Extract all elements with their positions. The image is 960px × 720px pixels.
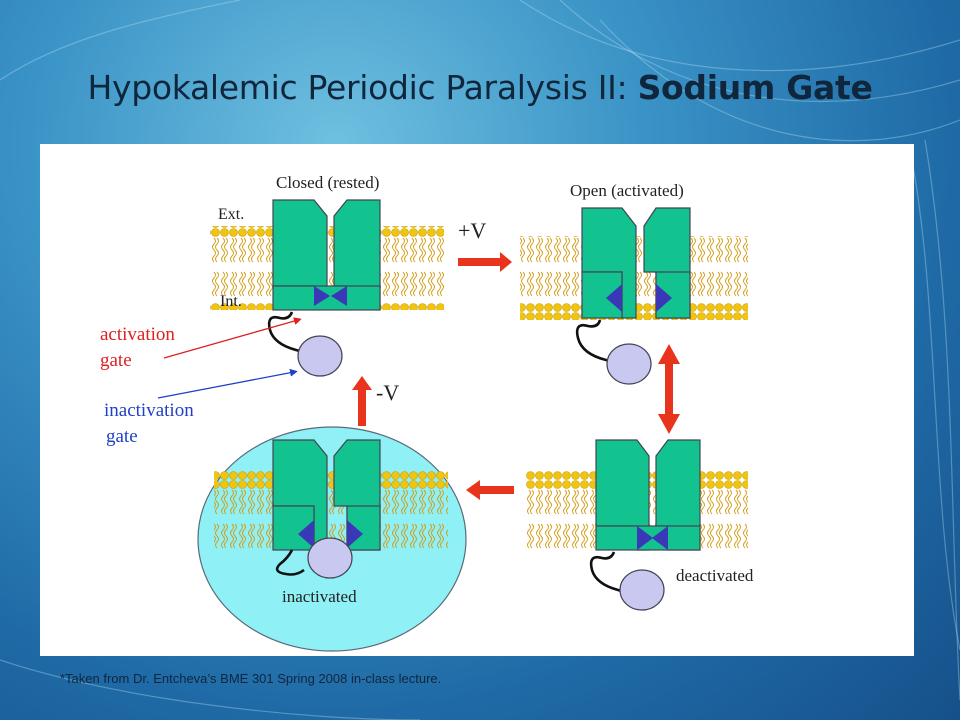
- activation-gate-triangle: [606, 284, 622, 312]
- membrane-inactivated: [214, 466, 448, 550]
- label-inactivated: inactivated: [282, 587, 357, 606]
- channel-open: Open (activated): [520, 181, 748, 385]
- activation-gate-triangle: [652, 526, 668, 550]
- label-open-activated: Open (activated): [570, 181, 684, 200]
- arrow-deactivated-to-inactivated: [466, 480, 514, 500]
- inactivation-ball-plugging: [307, 537, 353, 579]
- activation-gate-triangle: [347, 520, 363, 548]
- sodium-gate-diagram: Closed (rested) Ext. Int. +V Open (activ…: [100, 173, 754, 652]
- activation-gate-triangle: [298, 520, 314, 548]
- pointer-inactivation-gate: [157, 368, 298, 399]
- label-minus-v: -V: [376, 380, 399, 405]
- slide-title: Hypokalemic Periodic Paralysis II: Sodiu…: [0, 68, 960, 107]
- footnote: *Taken from Dr. Entcheva’s BME 301 Sprin…: [60, 671, 442, 686]
- arrow-inactivated-to-closed: [352, 376, 372, 426]
- pointer-activation-gate: [163, 317, 302, 359]
- label-int: Int.: [220, 293, 242, 310]
- title-bold: Sodium Gate: [637, 68, 873, 107]
- label-ext: Ext.: [218, 206, 244, 223]
- label-activation-2: gate: [100, 350, 132, 371]
- inactivation-ball: [297, 335, 343, 377]
- title-prefix: Hypokalemic Periodic Paralysis II:: [87, 68, 638, 107]
- channel-inactivated: inactivated: [214, 439, 448, 606]
- inactivation-ball: [606, 343, 652, 385]
- activation-gate-triangle: [314, 286, 330, 306]
- activation-gate-triangle: [656, 284, 672, 312]
- activation-gate-triangle: [331, 286, 347, 306]
- label-inactivation-2: gate: [106, 426, 138, 447]
- arrow-open-deactivated: [658, 344, 680, 434]
- label-plus-v: +V: [458, 218, 486, 243]
- channel-deactivated: deactivated: [526, 439, 754, 611]
- channel-closed: Closed (rested) Ext. Int.: [210, 173, 444, 377]
- label-activation-1: activation: [100, 324, 175, 345]
- diagram-panel: Closed (rested) Ext. Int. +V Open (activ…: [40, 144, 914, 656]
- label-inactivation-1: inactivation: [104, 400, 194, 421]
- inactivation-chain: [275, 549, 305, 576]
- arrow-closed-to-open: [458, 252, 512, 272]
- label-closed-rested: Closed (rested): [276, 173, 379, 192]
- label-deactivated: deactivated: [676, 566, 754, 585]
- activation-gate-triangle: [637, 526, 653, 550]
- inactivation-ball: [619, 569, 665, 611]
